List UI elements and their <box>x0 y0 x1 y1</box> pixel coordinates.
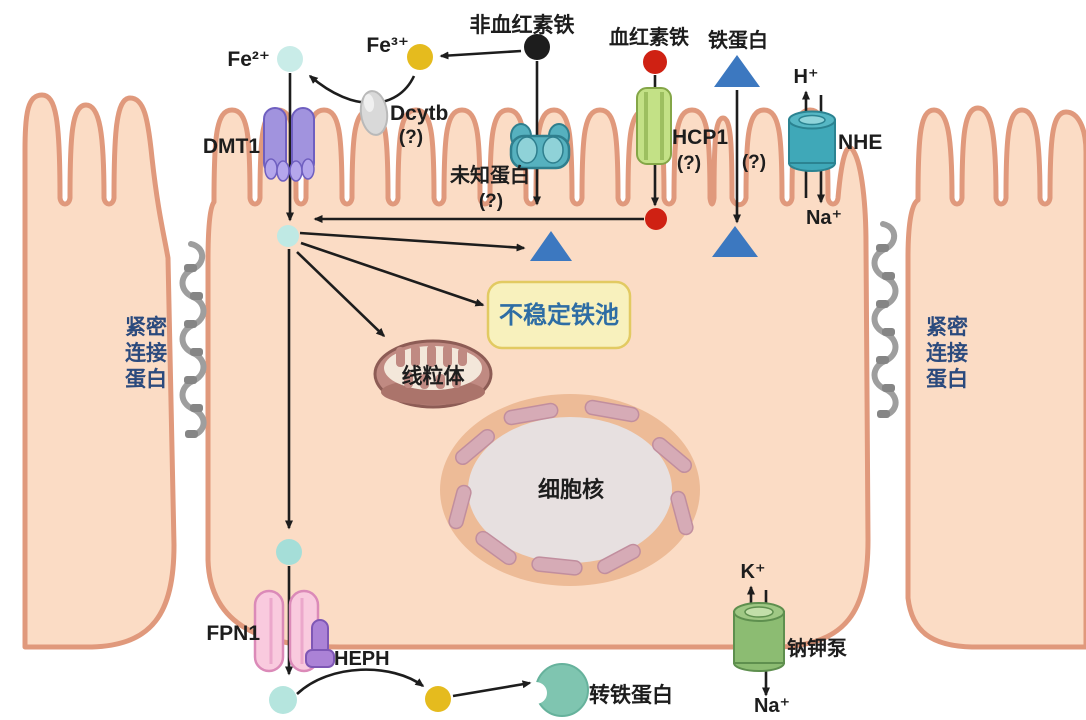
ferritin-triangle-cytoplasm-right <box>712 226 758 257</box>
junction-bead <box>876 356 889 364</box>
ferritin-uptake-question: (?) <box>742 152 766 173</box>
junction-bead <box>882 384 895 392</box>
junction-bead <box>190 348 203 356</box>
right-enterocyte-cell <box>905 105 1086 650</box>
mitochondria-cristae <box>396 345 467 389</box>
transferrin-label: 转铁蛋白 <box>589 683 673 707</box>
nhe-h-label: H⁺ <box>794 66 819 88</box>
hcp1-label: HCP1 <box>672 126 728 149</box>
fe3-dot-lumen <box>407 44 433 70</box>
fe2-dot-cytoplasm <box>277 225 299 247</box>
non-heme-iron-dot <box>524 34 550 60</box>
transferrin-notch <box>525 682 547 704</box>
ferritin-triangle-lumen <box>714 55 760 87</box>
dmt1-label: DMT1 <box>203 135 260 158</box>
na-k-pump-transporter <box>733 602 785 672</box>
junction-bead <box>882 272 895 280</box>
heme-iron-label: 血红素铁 <box>609 25 689 49</box>
tight-junction-left: 紧密 连接 蛋白 <box>125 241 207 438</box>
junction-bead <box>877 410 890 418</box>
hcp1-transporter <box>636 87 672 165</box>
dcytb-label: Dcytb <box>390 102 448 125</box>
hcp1-question: (?) <box>677 153 701 174</box>
nucleus: 细胞核 <box>440 394 700 586</box>
junction-bead <box>882 328 895 336</box>
heph-enzyme <box>305 619 335 668</box>
ferritin-label: 铁蛋白 <box>708 28 768 52</box>
unknown-protein-transporter <box>509 123 571 170</box>
junction-bead <box>876 300 889 308</box>
fe2-dot-exported <box>269 686 297 714</box>
arrows <box>285 49 825 698</box>
labile-iron-pool-box <box>486 280 632 350</box>
tight-junction-label-line3: 蛋白 <box>125 367 167 391</box>
arrow-nonheme-to-fe3 <box>439 49 522 60</box>
heme-iron-dot-lumen <box>643 50 667 74</box>
arrow-heph-oxidation <box>296 668 425 695</box>
nhe-transporter <box>788 110 836 172</box>
junction-bead <box>876 244 889 252</box>
central-enterocyte-cell <box>205 107 871 650</box>
pump-k-label: K⁺ <box>741 561 766 583</box>
tight-junction-label-line2: 连接 <box>926 341 968 365</box>
nucleus-inner <box>468 417 672 563</box>
fe2-label: Fe²⁺ <box>227 48 270 71</box>
na-k-pump-label: 钠钾泵 <box>787 636 847 660</box>
labile-iron-pool: 不稳定铁池 <box>486 280 632 350</box>
arrow-fe2-to-mitochondria <box>296 251 386 338</box>
tight-junction-label-line1: 紧密 <box>926 315 968 339</box>
pump-na-label: Na⁺ <box>754 695 790 717</box>
junction-bead <box>184 376 197 384</box>
unknown-protein-label: 未知蛋白 <box>450 163 530 187</box>
arrow-fe2-to-pool <box>300 241 485 307</box>
dcytb-enzyme <box>359 90 389 136</box>
nucleus-label: 细胞核 <box>538 477 604 502</box>
junction-bead <box>185 430 198 438</box>
heme-iron-dot-cytoplasm <box>645 208 667 230</box>
ferritin-triangle-cytoplasm-left <box>530 231 572 261</box>
tight-junction-right: 紧密 连接 蛋白 <box>871 221 968 418</box>
arrow-fe3-to-transferrin <box>452 680 532 698</box>
unknown-protein-question: (?) <box>479 191 503 212</box>
nuclear-pore-capsules <box>448 399 694 576</box>
heph-label: HEPH <box>334 648 390 670</box>
nhe-label: NHE <box>838 131 882 154</box>
junction-bead <box>184 264 197 272</box>
non-heme-iron-label: 非血红素铁 <box>470 13 575 37</box>
junction-bead <box>190 404 203 412</box>
dcytb-question: (?) <box>399 127 423 148</box>
fe3-dot-exported <box>425 686 451 712</box>
junction-bead <box>184 320 197 328</box>
fe2-dot-lumen <box>277 46 303 72</box>
labile-iron-pool-label: 不稳定铁池 <box>499 301 619 329</box>
tight-junction-label-line2: 连接 <box>125 341 167 365</box>
fe2-dot-basal <box>276 539 302 565</box>
left-enterocyte-cell <box>22 92 177 650</box>
arrow-fe2-to-ferritin <box>299 231 526 252</box>
fe3-label: Fe³⁺ <box>366 34 409 57</box>
junction-bead <box>190 292 203 300</box>
mitochondria: 线粒体 <box>373 339 493 409</box>
tight-junction-label-line3: 蛋白 <box>926 367 968 391</box>
nhe-na-label: Na⁺ <box>806 207 842 229</box>
dmt1-transporter <box>263 107 315 182</box>
fpn1-label: FPN1 <box>206 622 260 645</box>
transferrin-protein <box>525 663 589 717</box>
tight-junction-label-line1: 紧密 <box>125 315 167 339</box>
mitochondria-label: 线粒体 <box>402 364 466 388</box>
